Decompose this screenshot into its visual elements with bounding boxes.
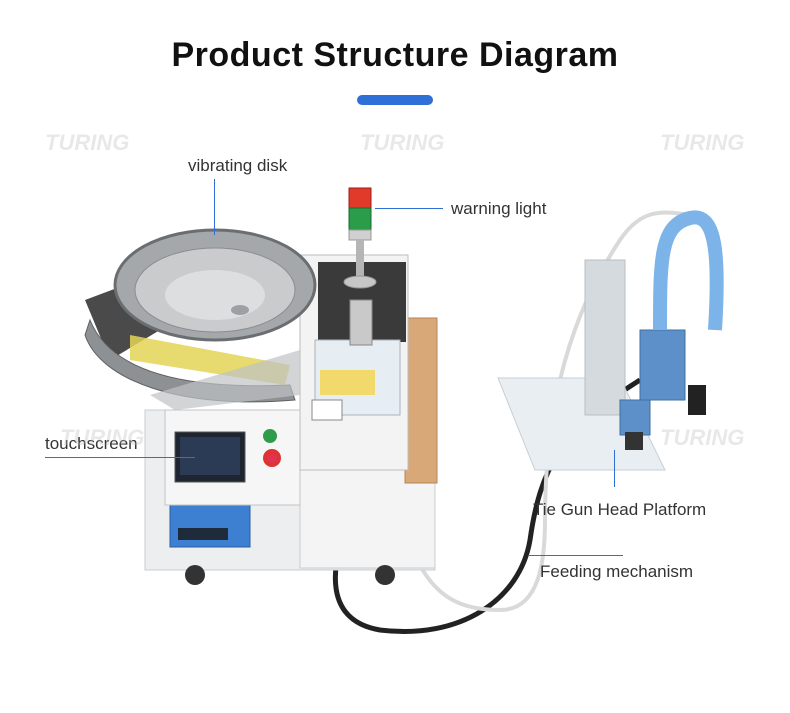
tie-gun-platform-leader [614, 450, 615, 487]
feeding-tube [393, 210, 691, 613]
warning-light [343, 187, 377, 289]
title-accent-bar [357, 95, 433, 105]
watermark-logo: TURING [660, 425, 744, 451]
warning-light-leader [375, 208, 443, 209]
vibrating-disk [84, 228, 317, 410]
wood-panel [404, 317, 438, 484]
feeding-mechanism-leader [528, 555, 623, 556]
watermark-text: TURING [660, 425, 745, 450]
watermark-logo: TURING [360, 130, 444, 156]
tie-gun-platform [497, 210, 724, 471]
vibrating-disk-leader-vertical [214, 179, 215, 235]
watermark-text: TURING [660, 130, 745, 155]
watermark-text: TURING [360, 130, 445, 155]
watermark-text: TURING [45, 130, 130, 155]
page-title: Product Structure Diagram [171, 36, 619, 74]
watermark-logo: TURING [60, 425, 144, 451]
watermark-logo: TURING [660, 130, 744, 156]
watermark-logo: TURING [45, 130, 129, 156]
label-warning-light: warning light [451, 199, 547, 218]
main-frame [299, 254, 409, 471]
touchscreen-leader [45, 457, 195, 458]
label-tie-gun-head-platform: Tie Gun Head Platform [533, 500, 707, 519]
label-feeding-mechanism: Feeding mechanism [540, 562, 694, 581]
watermark-text: TURING [60, 425, 145, 450]
label-vibrating-disk: vibrating disk [188, 156, 288, 175]
label-touchscreen: touchscreen [45, 434, 138, 453]
